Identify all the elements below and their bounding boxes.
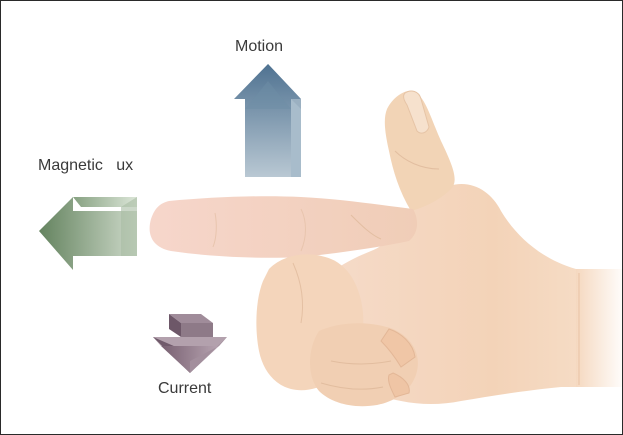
current-arrow-icon [153, 314, 227, 373]
magnetic-flux-arrow-icon [39, 197, 137, 270]
current-label: Current [158, 381, 211, 397]
magnetic-flux-label: Magnetic ux [38, 158, 133, 174]
motion-label: Motion [235, 39, 283, 55]
hand-illustration [150, 91, 622, 407]
motion-arrow-icon [234, 64, 301, 177]
